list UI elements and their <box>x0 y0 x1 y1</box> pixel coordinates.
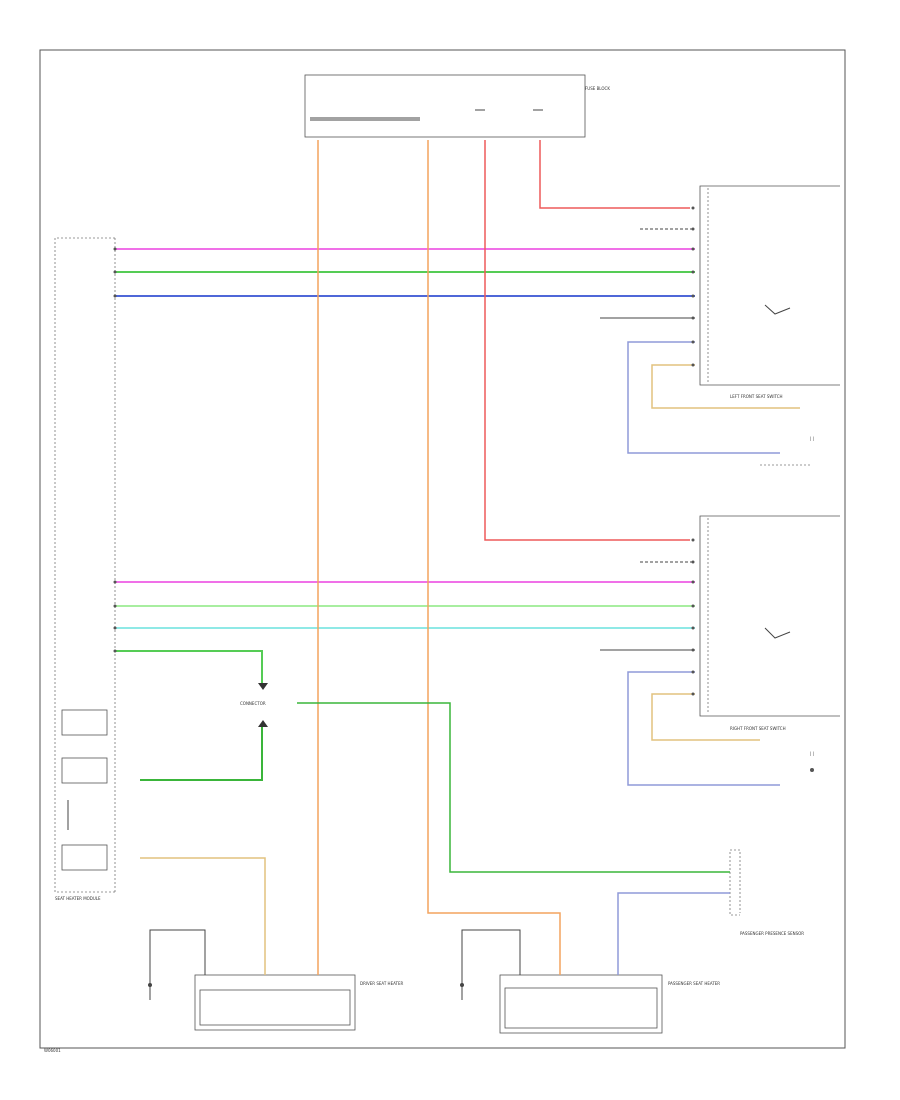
left-switch-label: LEFT FRONT SEAT SWITCH <box>730 394 783 399</box>
module-switch-2 <box>61 757 108 784</box>
fuse-block-label: FUSE BLOCK <box>585 86 610 91</box>
wire-tan-driver <box>140 857 266 975</box>
ground-wires <box>148 929 521 1000</box>
wire-lavender-left <box>627 341 780 454</box>
module-switch-3 <box>61 844 108 871</box>
driver-seat-heater: DRIVER SEAT HEATER <box>194 974 403 1031</box>
passenger-seat-heater: PASSENGER SEAT HEATER <box>499 974 720 1034</box>
seat-module-label: SEAT HEATER MODULE <box>55 896 101 901</box>
seat-heater-module: SEAT HEATER MODULE <box>54 237 116 901</box>
left-front-seat-switch: LEFT FRONT SEAT SWITCH <box>699 185 840 399</box>
passenger-presence-sensor: PASSENGER PRESENCE SENSOR <box>729 849 804 936</box>
module-pin-dots <box>113 247 117 653</box>
right-seat-sensor: | | <box>810 751 814 772</box>
driver-heater-label: DRIVER SEAT HEATER <box>360 981 403 986</box>
wire-orange-passenger <box>427 140 561 975</box>
left-seat-sensor: | | <box>760 436 814 466</box>
right-switch-label: RIGHT FRONT SEAT SWITCH <box>730 726 786 731</box>
diagram-frame <box>39 49 846 1049</box>
wire-green-to-pass-sensor <box>297 702 730 873</box>
module-switch-1 <box>61 709 108 736</box>
connector-label: CONNECTOR <box>240 701 266 706</box>
wire-green-to-connector <box>115 650 263 683</box>
wire-tan-right-switch <box>651 693 760 741</box>
switch-pin-dots <box>691 206 695 696</box>
connector-junction: CONNECTOR <box>240 683 268 727</box>
wire-red-lower <box>484 140 690 541</box>
wire-tan-left-switch <box>651 364 800 409</box>
pass-sensor-label: PASSENGER PRESENCE SENSOR <box>740 931 804 936</box>
right-front-seat-switch: RIGHT FRONT SEAT SWITCH <box>699 515 840 731</box>
wire-red-upper <box>539 140 690 209</box>
fuse-block: FUSE BLOCK <box>304 74 610 138</box>
wire-lavender-right <box>627 671 780 786</box>
passenger-heater-label: PASSENGER SEAT HEATER <box>668 981 720 986</box>
wire-green-from-connector <box>140 727 263 781</box>
svg-text:| |: | | <box>810 436 814 441</box>
diagram-id: W06001 <box>44 1048 61 1053</box>
wire-lavender-passenger <box>617 892 730 975</box>
svg-text:| |: | | <box>810 751 814 756</box>
